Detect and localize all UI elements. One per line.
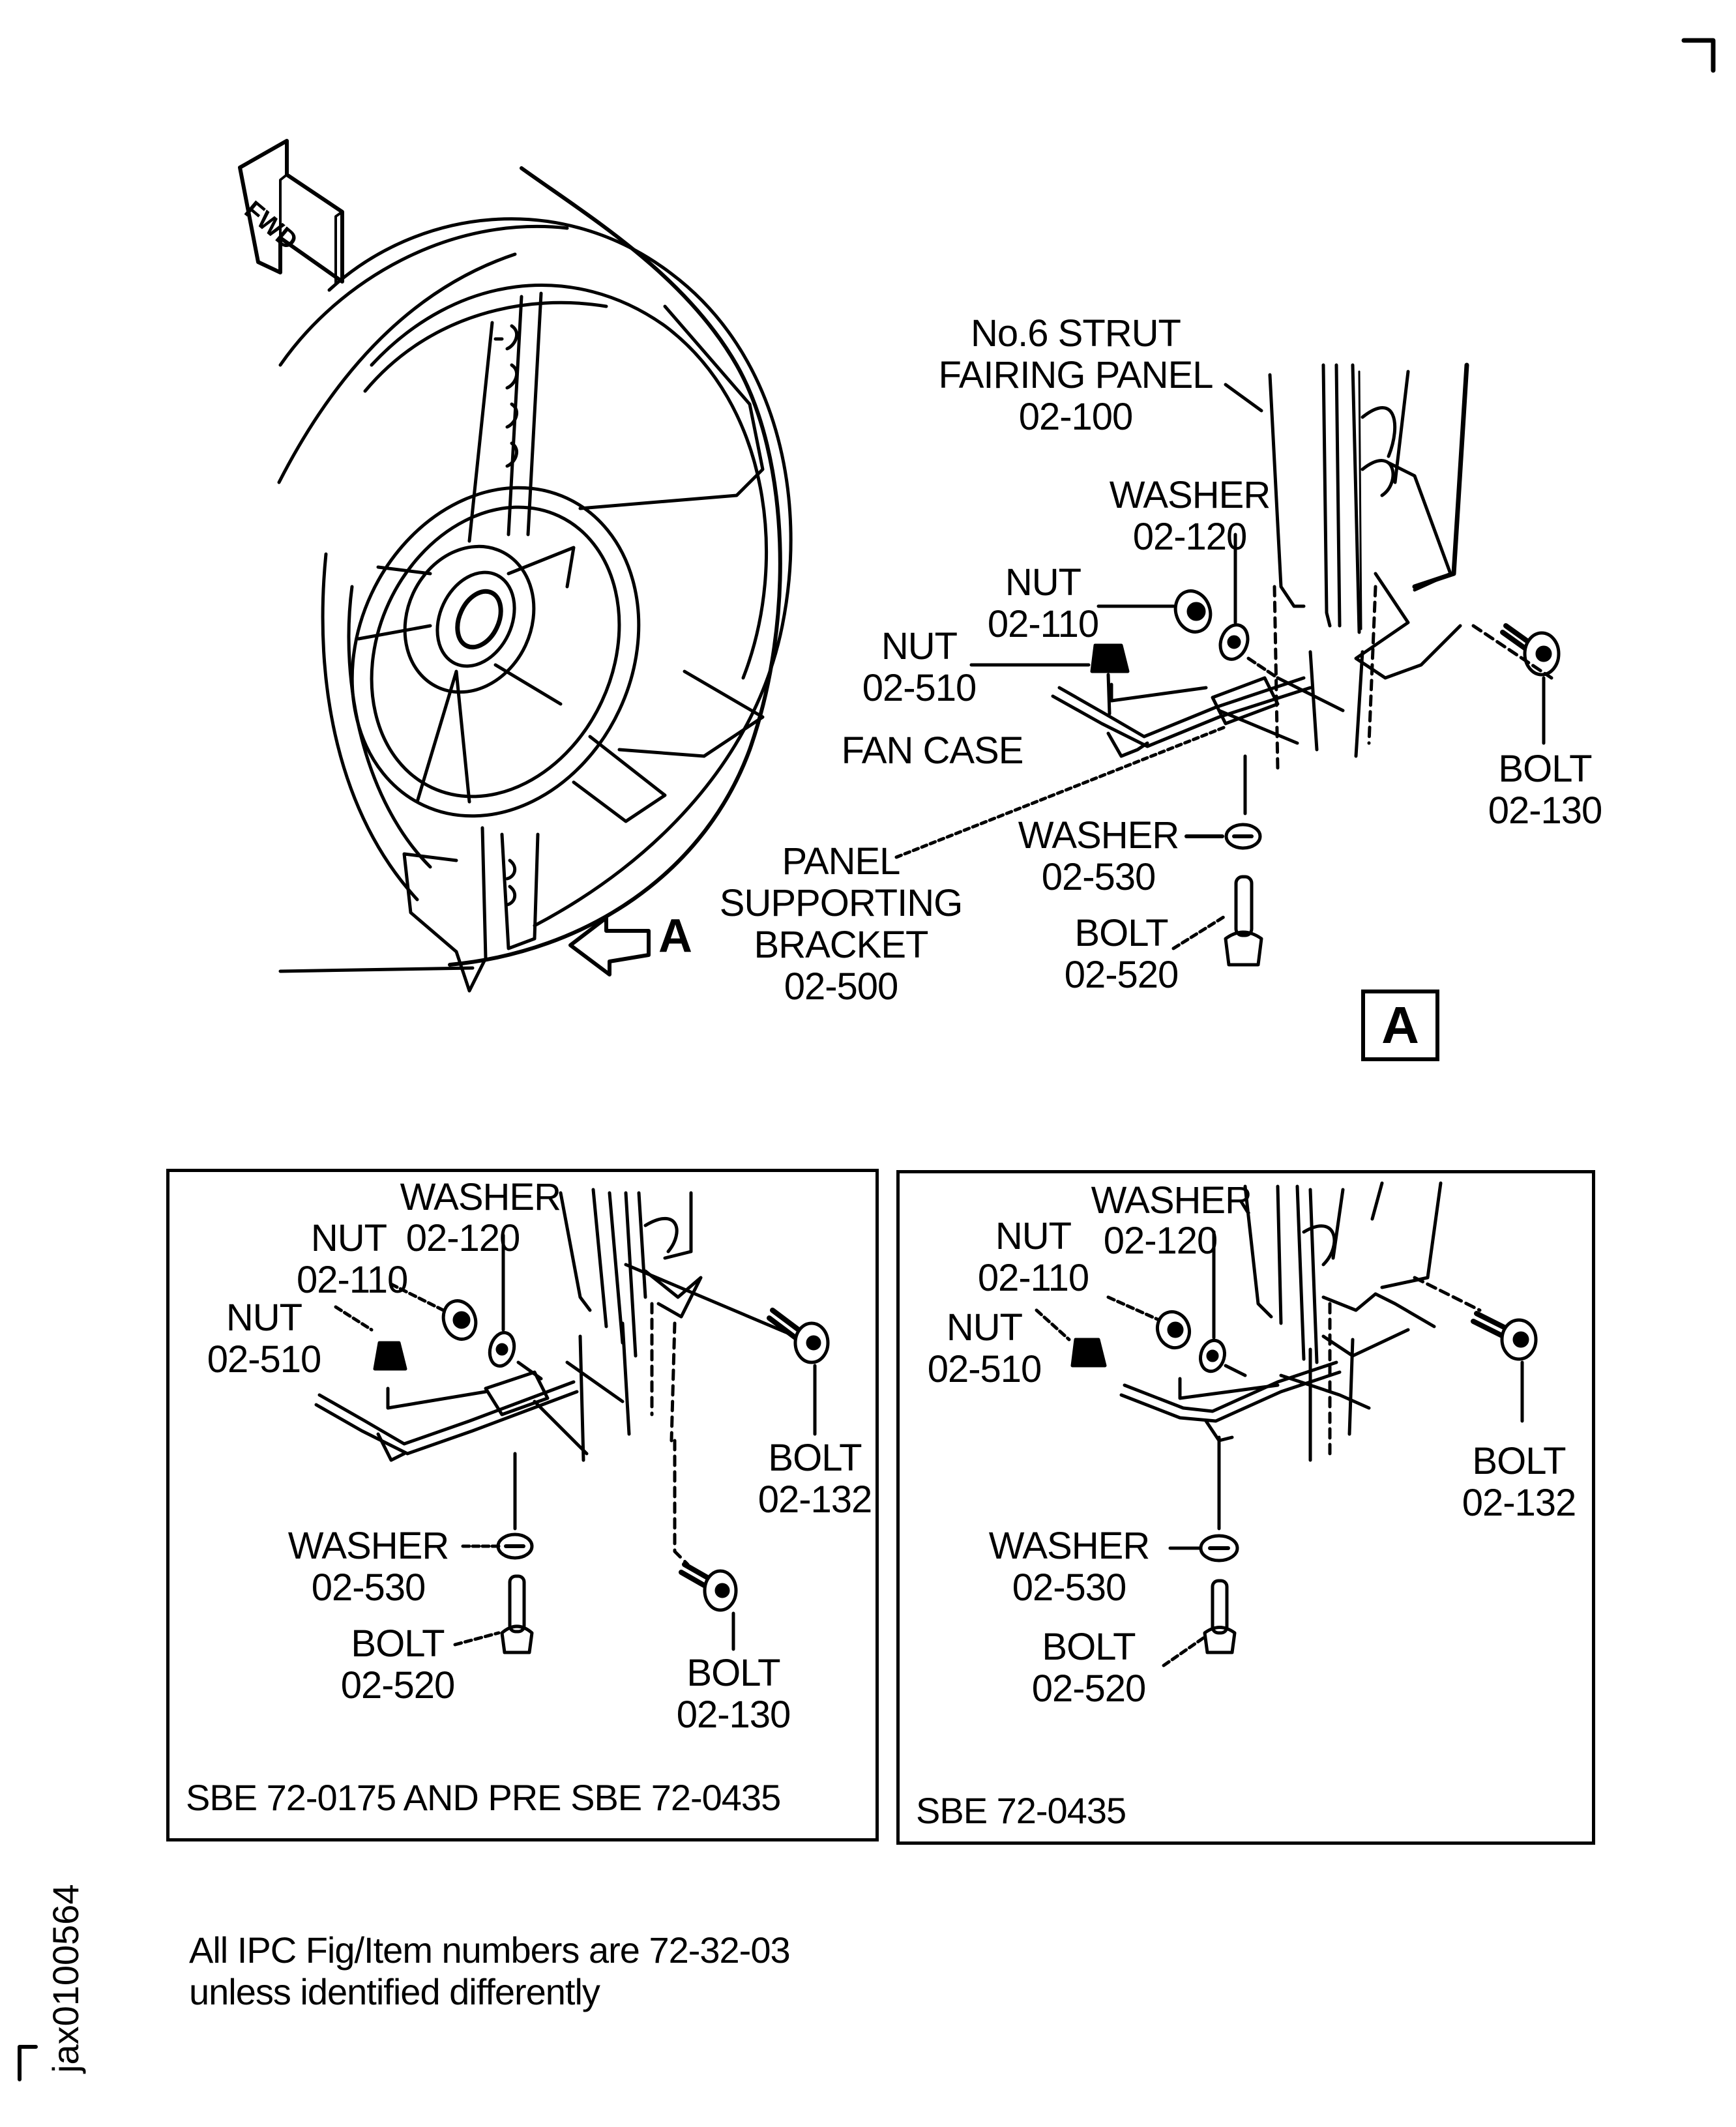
label-right-washer-02-120-item: 02-120 (1103, 1220, 1218, 1262)
bracket-drawing (1051, 585, 1377, 771)
label-fan-case: FAN CASE (841, 729, 1024, 772)
label-left-bolt-02-520: BOLT 02-520 (340, 1622, 456, 1707)
bolt-icon (767, 1308, 830, 1364)
label-left-washer-02-530: WASHER 02-530 (287, 1525, 449, 1609)
label-left-nut-02-110: NUT 02-110 (297, 1217, 408, 1301)
label-left-washer-02-120: WASHER (400, 1176, 561, 1218)
label-bolt-02-520: BOLT 02-520 (1064, 912, 1179, 996)
hardware-main (894, 383, 1561, 967)
bolt-icon (679, 1562, 738, 1612)
view-arrow-label: A (658, 910, 692, 962)
caption-sbe: SBE 72-0435 (916, 1790, 1126, 1831)
label-right-washer-02-530: WASHER 02-530 (988, 1525, 1150, 1609)
caption-pre-sbe: SBE 72-0175 AND PRE SBE 72-0435 (186, 1777, 781, 1818)
label-washer-02-120: WASHER 02-120 (1109, 474, 1271, 558)
label-right-bolt-02-132: BOLT 02-132 (1462, 1440, 1577, 1524)
nut-icon (373, 1341, 407, 1371)
washer-icon (1224, 823, 1262, 850)
label-left-washer-02-120-item: 02-120 (405, 1217, 521, 1259)
fwd-arrow-icon (238, 139, 344, 286)
nut-icon (1090, 643, 1130, 673)
detail-right-drawing (1035, 1181, 1538, 1667)
label-right-bolt-02-520: BOLT 02-520 (1031, 1626, 1147, 1710)
washer-icon (1199, 1338, 1226, 1373)
fan-drawing (277, 166, 793, 993)
bolt-icon (1224, 875, 1263, 967)
detail-box-pre-sbe (166, 1169, 879, 1841)
label-strut-fairing-panel: No.6 STRUT FAIRING PANEL 02-100 (938, 312, 1213, 438)
detail-box-sbe (896, 1170, 1595, 1845)
bolt-icon (500, 1574, 534, 1654)
label-panel-supporting-bracket: PANEL SUPPORTING BRACKET 02-500 (719, 840, 963, 1008)
footnote-line-2: unless identified differently (189, 1971, 600, 2012)
label-left-bolt-02-130: BOLT 02-130 (676, 1652, 791, 1736)
bolt-icon (1471, 1311, 1538, 1361)
label-nut-02-510: NUT 02-510 (862, 625, 977, 709)
label-right-nut-02-110: NUT 02-110 (977, 1215, 1089, 1299)
label-right-washer-02-120: WASHER (1091, 1179, 1252, 1222)
label-washer-02-530: WASHER 02-530 (1018, 814, 1179, 898)
label-right-nut-02-510: NUT 02-510 (927, 1306, 1042, 1390)
footnote-line-1: All IPC Fig/Item numbers are 72-32-03 (189, 1929, 791, 1971)
strut-panel-drawing (1268, 362, 1469, 680)
footnote: All IPC Fig/Item numbers are 72-32-03 un… (189, 1929, 791, 2013)
detail-left-drawing (314, 1188, 830, 1654)
view-a-box: A (1361, 990, 1439, 1061)
label-left-bolt-02-132: BOLT 02-132 (758, 1437, 873, 1521)
washer-icon (1218, 623, 1250, 661)
label-nut-02-110: NUT 02-110 (987, 561, 1099, 645)
figure-id: jax0100564 (45, 1884, 86, 2073)
bolt-icon (1203, 1579, 1237, 1654)
label-bolt-02-130: BOLT 02-130 (1488, 748, 1603, 832)
washer-icon (488, 1330, 516, 1368)
view-a-arrow-icon (568, 916, 651, 976)
crop-mark-bottom-left (18, 2045, 38, 2081)
crop-mark-top-right (1681, 38, 1716, 73)
nut-icon (1070, 1338, 1107, 1368)
label-left-nut-02-510: NUT 02-510 (207, 1297, 322, 1381)
